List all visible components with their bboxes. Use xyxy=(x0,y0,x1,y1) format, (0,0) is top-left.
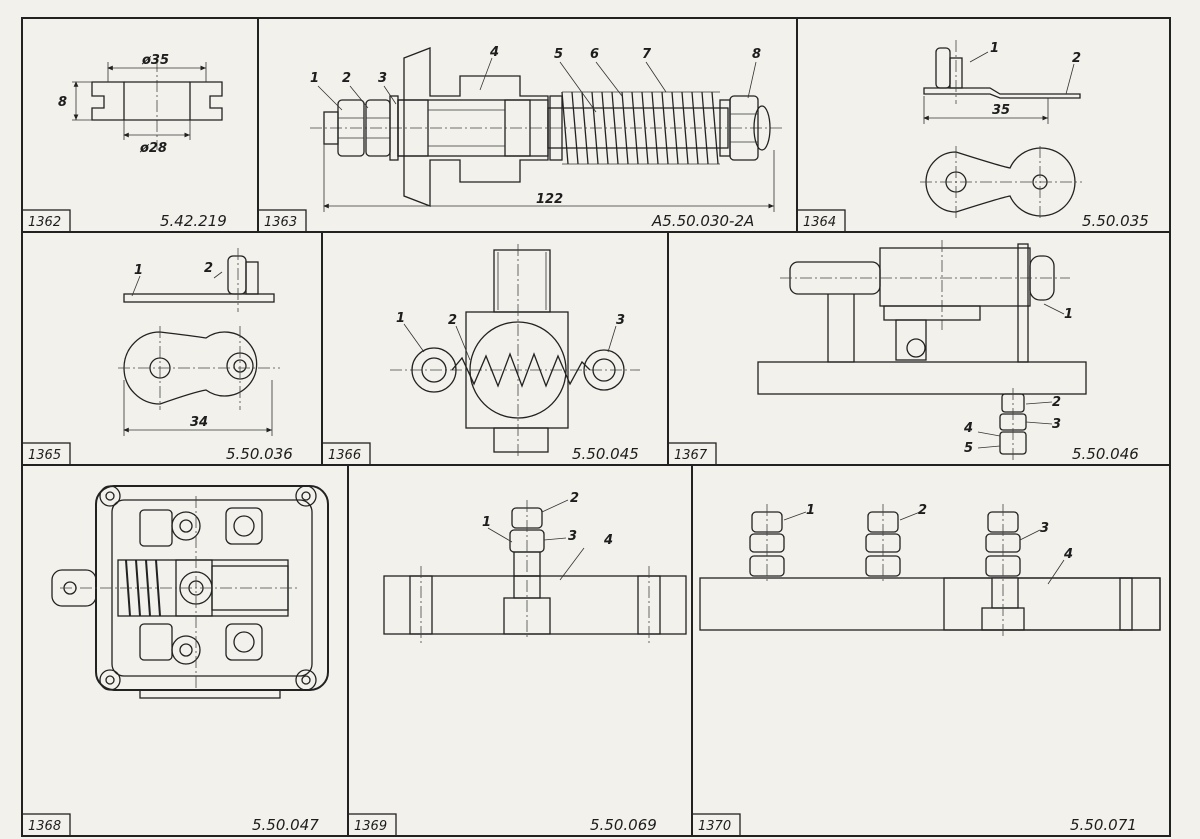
cell-code: 5.50.045 xyxy=(572,445,639,463)
cell-code: 5.50.046 xyxy=(1072,445,1139,463)
cell-code: 5.50.036 xyxy=(226,445,293,463)
cell-id: 1368 xyxy=(28,819,61,834)
drawing-1368-switch-block xyxy=(51,485,329,699)
cell-id: 1366 xyxy=(328,448,361,463)
part-label: 1 xyxy=(310,71,319,86)
drawing-1362-grommet: ø35 ø28 8 xyxy=(58,53,223,156)
drawing-1366-spring-link: 1 2 3 xyxy=(390,244,640,458)
part-label: 2 xyxy=(342,71,351,86)
cell-1362-title: 1362 5.42.219 xyxy=(21,209,227,233)
part-label: 5 xyxy=(964,441,973,456)
dim-label: 35 xyxy=(992,103,1010,118)
part-label: 1 xyxy=(1064,307,1073,322)
part-label: 1 xyxy=(482,515,491,530)
cell-id: 1364 xyxy=(803,215,836,230)
cell-1365-title: 1365 5.50.036 xyxy=(21,442,293,466)
part-label: 2 xyxy=(204,261,213,276)
grid-frame xyxy=(21,17,1171,837)
part-label: 4 xyxy=(489,45,499,60)
part-label: 3 xyxy=(1052,417,1061,432)
part-label: 2 xyxy=(448,313,457,328)
cell-id: 1363 xyxy=(264,215,297,230)
cell-id: 1362 xyxy=(28,215,61,230)
cell-code: 5.50.071 xyxy=(1070,816,1137,834)
cell-code: 5.50.047 xyxy=(252,816,319,834)
cell-id: 1369 xyxy=(354,819,387,834)
drawing-1369-bolt-plate: 2 1 3 4 xyxy=(383,491,687,644)
part-label: 6 xyxy=(590,47,599,62)
dim-label: 8 xyxy=(58,95,67,110)
part-label: 4 xyxy=(603,533,613,548)
part-label: 2 xyxy=(1072,51,1081,66)
part-label: 4 xyxy=(1063,547,1073,562)
part-label: 1 xyxy=(990,41,999,56)
drawing-1363-spring-assembly: 122 1 2 3 4 5 6 7 8 xyxy=(310,45,785,212)
part-label: 8 xyxy=(752,47,761,62)
dim-label: ø28 xyxy=(139,141,167,156)
part-label: 2 xyxy=(570,491,579,506)
part-label: 1 xyxy=(134,263,143,278)
part-label: 1 xyxy=(806,503,815,518)
part-label: 1 xyxy=(396,311,405,326)
cell-1368-title: 1368 5.50.047 xyxy=(21,813,319,837)
cell-1363-title: 1363 А5.50.030-2А xyxy=(257,209,754,233)
cell-code: А5.50.030-2А xyxy=(651,212,754,230)
drawing-1364-contact-plate: 35 1 2 xyxy=(920,40,1082,218)
cell-id: 1367 xyxy=(674,448,708,463)
cell-code: 5.50.035 xyxy=(1082,212,1149,230)
drawing-1370-bolts-plate: 1 2 3 4 xyxy=(699,503,1161,638)
part-label: 2 xyxy=(1052,395,1061,410)
cell-1369-title: 1369 5.50.069 xyxy=(347,813,657,837)
cell-1370-title: 1370 5.50.071 xyxy=(691,813,1137,837)
cell-code: 5.50.069 xyxy=(590,816,657,834)
part-label: 3 xyxy=(1040,521,1049,536)
cell-1366-title: 1366 5.50.045 xyxy=(321,442,639,466)
part-label: 7 xyxy=(642,47,652,62)
drawing-1365-link-plate: 1 2 34 xyxy=(118,248,280,436)
cell-id: 1370 xyxy=(698,819,731,834)
part-label: 3 xyxy=(378,71,387,86)
cell-1364-title: 1364 5.50.035 xyxy=(796,209,1149,233)
dim-label: ø35 xyxy=(141,53,169,68)
cell-1367-title: 1367 5.50.046 xyxy=(667,442,1139,466)
part-label: 4 xyxy=(963,421,973,436)
dim-label: 122 xyxy=(536,192,563,207)
cell-id: 1365 xyxy=(28,448,61,463)
part-label: 3 xyxy=(568,529,577,544)
part-label: 2 xyxy=(918,503,927,518)
part-label: 3 xyxy=(616,313,625,328)
cell-code: 5.42.219 xyxy=(160,212,227,230)
drawing-1367-bracket-assembly: 1 2 3 4 5 xyxy=(757,240,1087,460)
part-label: 5 xyxy=(554,47,563,62)
dim-label: 34 xyxy=(190,415,208,430)
